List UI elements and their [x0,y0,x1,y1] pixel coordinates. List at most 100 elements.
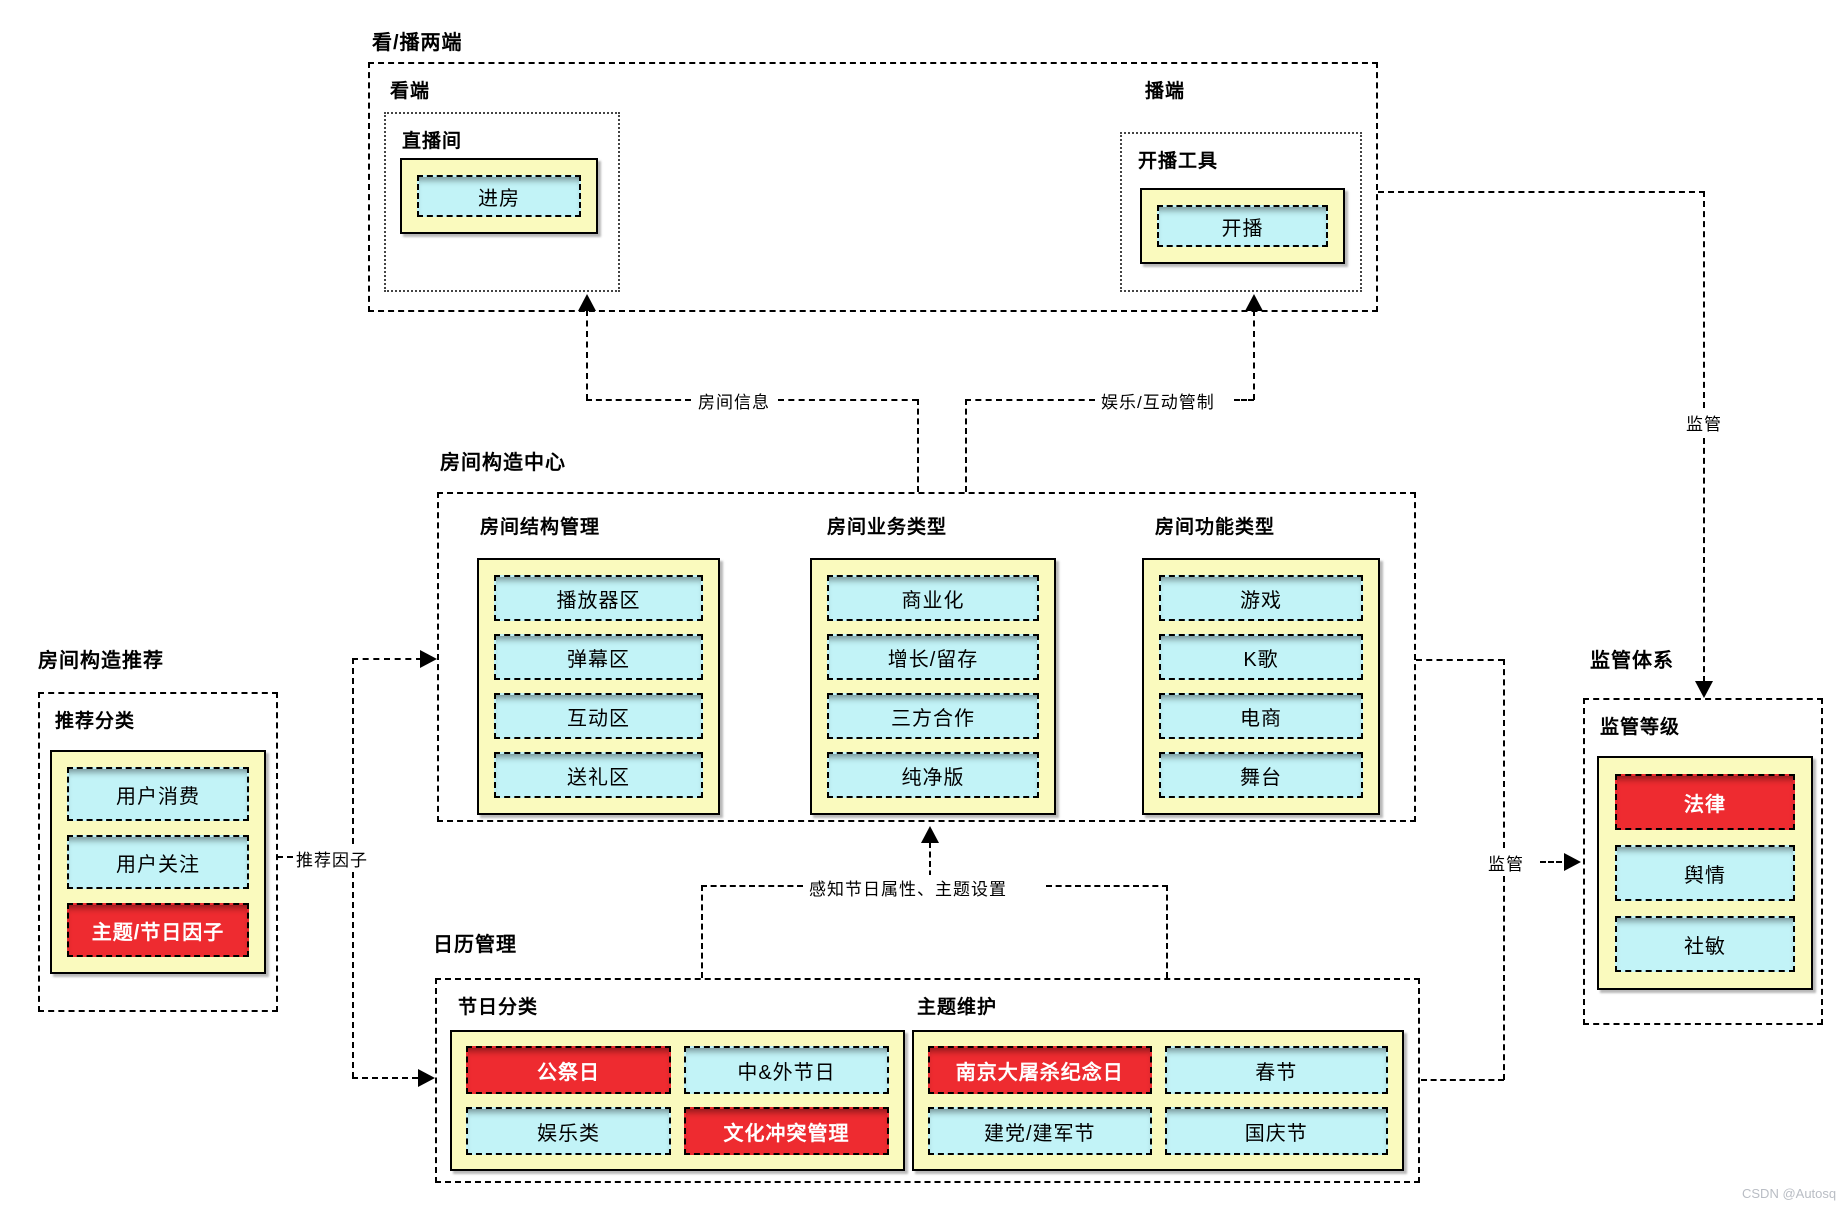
node-interact-zone: 互动区 [494,693,703,739]
theme-maintain-label: 主题维护 [917,997,998,1018]
room-function-label: 房间功能类型 [1155,517,1276,538]
node-karaoke: K歌 [1159,634,1363,680]
recommend-class-label: 推荐分类 [55,711,136,732]
node-pure-version: 纯净版 [827,752,1039,798]
supervise-top-line [1703,191,1705,408]
festival-sense-arrow-icon [921,826,939,843]
top-section-title: 看/播两端 [372,32,463,54]
broadcast-end-label: 播端 [1145,81,1186,102]
room-structure-label: 房间结构管理 [480,517,601,538]
live-room-label: 直播间 [402,131,463,152]
start-broadcast-node: 开播 [1157,205,1328,247]
recommend-factor-line [352,658,354,844]
room-info-line [586,310,588,400]
node-law: 法律 [1615,774,1795,830]
node-entertainment-class: 娱乐类 [466,1107,671,1155]
top-section-box [368,62,1378,312]
festival-sense-line [929,842,931,886]
node-growth-retention: 增长/留存 [827,634,1039,680]
festival-sense-edge-label: 感知节日属性、主题设置 [806,875,1010,900]
interact-control-line [1253,310,1255,400]
node-spring-festival: 春节 [1164,1046,1388,1094]
supervise-right-line [1540,861,1562,863]
supervise-right-line [1503,659,1505,848]
node-ecommerce: 电商 [1159,693,1363,739]
festival-class-label: 节日分类 [458,997,539,1018]
supervise-right-line [1503,876,1505,1080]
live-room-container: 进房 [400,158,598,234]
recommend-factor-line [277,856,293,858]
room-function-container: 游戏 K歌 电商 舞台 [1142,558,1380,815]
room-business-label: 房间业务类型 [827,517,948,538]
node-social-sensitive: 社敏 [1615,916,1795,972]
recommend-factor-edge-label: 推荐因子 [293,846,371,871]
node-cn-foreign-festival: 中&外节日 [684,1046,889,1094]
supervise-top-line [1378,191,1705,193]
recommend-factor-arrow2-icon [418,1069,435,1087]
node-party-army-day: 建党/建军节 [928,1107,1152,1155]
watermark: CSDN @Autosq [1742,1186,1837,1201]
node-user-follow: 用户关注 [67,835,249,889]
recommend-factor-line [352,658,422,660]
node-national-day: 国庆节 [1164,1107,1388,1155]
node-player-zone: 播放器区 [494,575,703,621]
supervision-level-label: 监管等级 [1600,717,1681,738]
supervise-right-edge-label: 监管 [1485,850,1527,875]
node-theme-festival-factor: 主题/节日因子 [67,903,249,957]
enter-room-node: 进房 [417,175,581,217]
node-third-party: 三方合作 [827,693,1039,739]
center-section-title: 房间构造中心 [440,452,566,474]
recommend-container: 用户消费 用户关注 主题/节日因子 [50,750,266,974]
node-commercial: 商业化 [827,575,1039,621]
broadcast-tool-container: 开播 [1140,188,1345,264]
node-game: 游戏 [1159,575,1363,621]
node-gift-zone: 送礼区 [494,752,703,798]
room-business-container: 商业化 增长/留存 三方合作 纯净版 [810,558,1056,815]
festival-sense-line [1046,885,1168,887]
recommend-factor-line [352,1077,418,1079]
supervision-container: 法律 舆情 社敏 [1597,756,1813,990]
supervise-right-arrow-icon [1564,853,1581,871]
recommend-factor-arrow-icon [420,650,437,668]
node-user-consumption: 用户消费 [67,767,249,821]
room-info-edge-label: 房间信息 [695,388,773,413]
center-section-box [437,492,1416,822]
room-info-arrow-icon [578,294,596,311]
supervise-right-line [1416,659,1504,661]
supervise-top-line [1703,438,1705,682]
node-danmaku-zone: 弹幕区 [494,634,703,680]
interact-control-arrow-icon [1245,294,1263,311]
node-culture-conflict-mgmt: 文化冲突管理 [684,1107,889,1155]
calendar-section-box [435,978,1420,1183]
live-room-box [384,112,620,292]
room-info-line [917,399,919,492]
supervise-top-arrow-icon [1695,681,1713,698]
node-nanjing-memorial: 南京大屠杀纪念日 [928,1046,1152,1094]
node-public-opinion: 舆情 [1615,845,1795,901]
broadcast-tool-label: 开播工具 [1138,151,1219,172]
festival-class-container: 公祭日 中&外节日 娱乐类 文化冲突管理 [450,1030,905,1171]
festival-sense-line [701,885,703,978]
watch-end-label: 看端 [390,81,431,102]
room-info-line [586,399,691,401]
room-structure-container: 播放器区 弹幕区 互动区 送礼区 [477,558,720,815]
left-section-box [38,692,278,1012]
supervise-right-line [1421,1079,1504,1081]
calendar-section-title: 日历管理 [433,934,517,956]
supervision-section-box [1583,698,1823,1025]
interact-control-line [965,399,967,492]
supervision-section-title: 监管体系 [1590,650,1674,672]
node-stage: 舞台 [1159,752,1363,798]
festival-sense-line [1166,885,1168,978]
broadcast-tool-box [1120,132,1362,292]
node-memorial-day: 公祭日 [466,1046,671,1094]
recommend-factor-line [352,872,354,1078]
theme-maintain-container: 南京大屠杀纪念日 春节 建党/建军节 国庆节 [912,1030,1404,1171]
left-section-title: 房间构造推荐 [38,650,164,672]
supervise-top-edge-label: 监管 [1683,410,1725,435]
room-info-line [778,399,918,401]
festival-sense-line [701,885,803,887]
interact-control-line [965,399,1095,401]
interact-control-edge-label: 娱乐/互动管制 [1098,388,1218,413]
